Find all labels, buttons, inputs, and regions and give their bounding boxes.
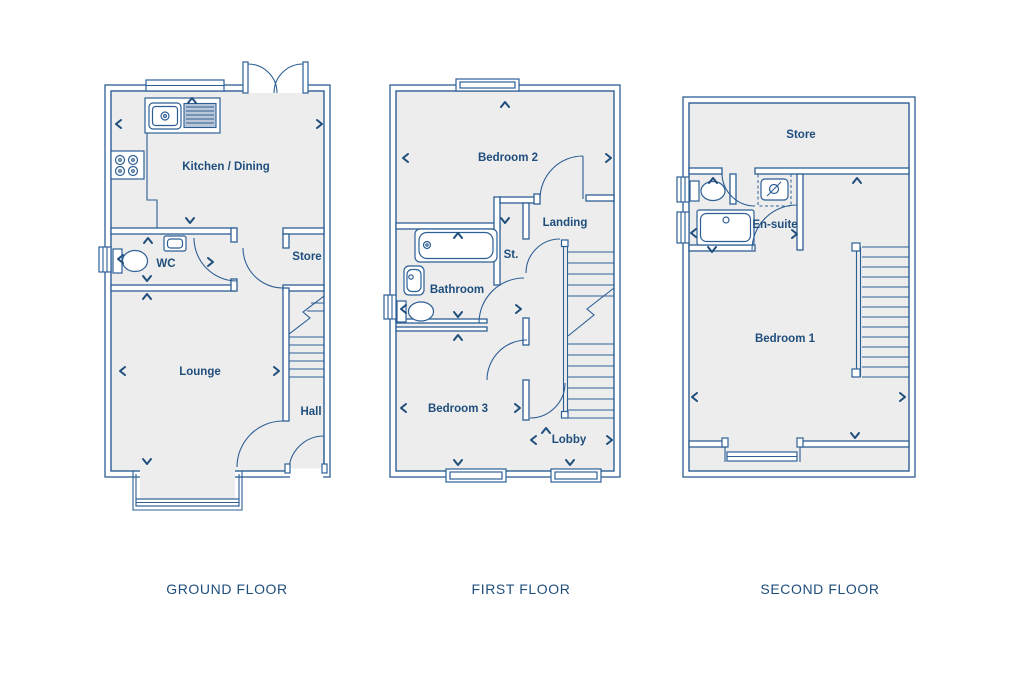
sink-drainer-unit — [144, 97, 221, 134]
second-dimension-chevrons — [690, 177, 906, 439]
dormer-window — [721, 437, 804, 462]
room-label-lobby: Lobby — [552, 434, 587, 446]
first-windows — [383, 78, 602, 483]
wc-window — [98, 246, 112, 273]
wc-basin — [163, 235, 187, 252]
bathroom-toilet — [396, 300, 435, 323]
shower-tray — [696, 209, 755, 246]
first-doors — [478, 155, 584, 419]
hob — [110, 150, 145, 180]
ground-floor-area — [110, 90, 325, 472]
wc-toilet — [112, 248, 149, 274]
room-label-en-suite: En-suite — [752, 219, 797, 231]
caption-second-floor: SECOND FLOOR — [760, 581, 879, 597]
french-door-opening — [244, 83, 307, 93]
ground-staircase — [288, 295, 325, 378]
ground-doors — [193, 237, 328, 474]
room-label-bedroom-2: Bedroom 2 — [478, 152, 538, 164]
first-floor-area — [395, 90, 615, 472]
room-label-bedroom-1: Bedroom 1 — [755, 333, 816, 345]
bath — [414, 228, 498, 263]
french-doors — [242, 61, 309, 94]
first-staircase — [560, 239, 615, 419]
second-floor-plan: Store En-suite Bedroom 1 — [676, 96, 916, 478]
second-staircase — [851, 242, 909, 378]
kitchen-window — [145, 79, 225, 92]
second-windows — [676, 176, 690, 244]
room-label-store-ground: Store — [292, 251, 321, 263]
first-dimension-chevrons — [400, 101, 613, 466]
room-label-store-second: Store — [786, 129, 815, 141]
room-label-wc: WC — [156, 258, 175, 270]
room-label-landing: Landing — [543, 217, 588, 229]
first-floor-plan: Bedroom 2 Landing St. Bathroom Bedroom 3… — [383, 78, 621, 483]
floor-captions: GROUND FLOOR FIRST FLOOR SECOND FLOOR — [166, 581, 879, 597]
bay-window — [132, 465, 243, 511]
room-label-lounge: Lounge — [179, 366, 221, 378]
room-label-kitchen-dining: Kitchen / Dining — [182, 161, 270, 173]
room-label-bedroom-3: Bedroom 3 — [428, 403, 488, 415]
second-doors — [721, 172, 798, 251]
ground-dimension-chevrons — [115, 97, 323, 465]
bathroom-basin — [403, 265, 425, 296]
ground-floor-plan: Kitchen / Dining WC Store Lounge Hall — [98, 61, 331, 511]
ensuite-basin-restricted-headroom — [757, 173, 792, 207]
caption-ground-floor: GROUND FLOOR — [166, 581, 288, 597]
worktop-edge — [146, 133, 158, 228]
room-label-hall: Hall — [300, 406, 321, 418]
room-label-bathroom: Bathroom — [430, 284, 484, 296]
caption-first-floor: FIRST FLOOR — [472, 581, 571, 597]
room-label-st: St. — [504, 249, 519, 261]
front-door-opening — [290, 468, 323, 479]
ground-interior-walls — [110, 227, 325, 422]
ensuite-toilet — [689, 180, 726, 202]
